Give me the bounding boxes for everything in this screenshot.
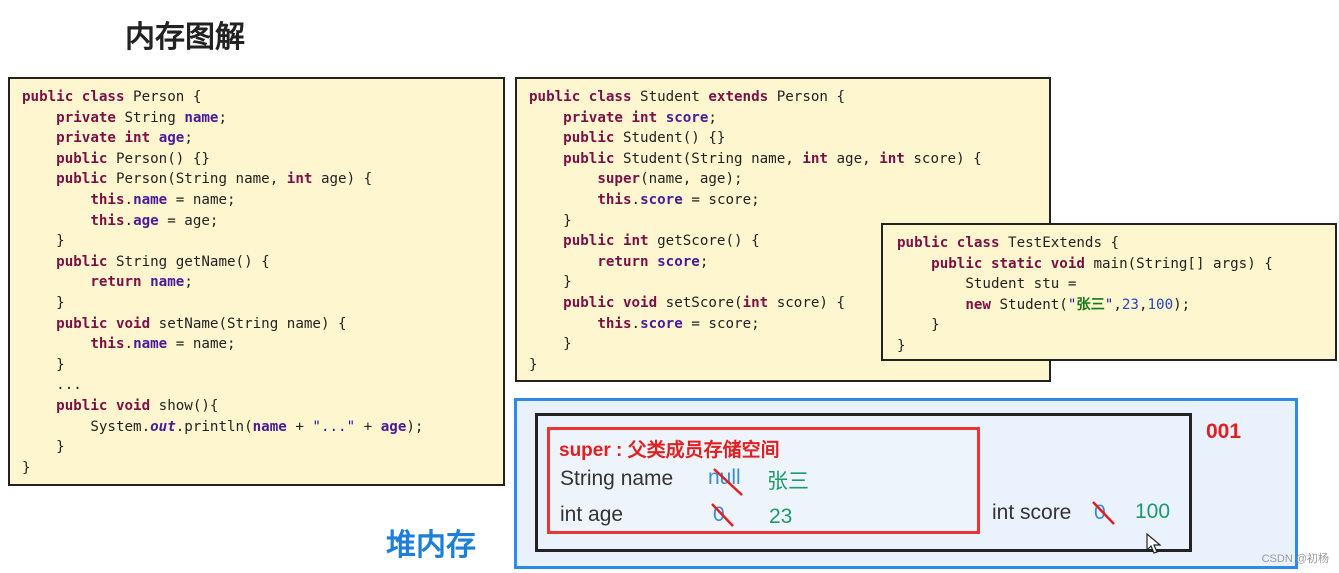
field-new-value-age: 23	[769, 505, 793, 528]
object-address: 001	[1206, 420, 1242, 443]
field-old-value-score: 0	[1094, 501, 1106, 524]
super-member-space	[547, 427, 980, 534]
page-title: 内存图解	[125, 20, 245, 55]
testextends-code-block: public class TestExtends { public static…	[881, 223, 1337, 361]
mouse-cursor-icon	[1146, 533, 1162, 554]
field-label-name: String name	[560, 467, 674, 490]
strike-mark-score	[1092, 501, 1115, 525]
testextends-code: public class TestExtends { public static…	[897, 235, 1273, 354]
heap-label: 堆内存	[386, 528, 476, 563]
strike-mark-age	[711, 503, 734, 527]
person-code-block: public class Person { private String nam…	[8, 77, 505, 486]
watermark: CSDN @初杨	[1261, 553, 1329, 565]
person-code: public class Person { private String nam…	[22, 89, 424, 476]
field-new-value-score: 100	[1135, 500, 1171, 523]
field-label-age: int age	[560, 503, 624, 526]
field-new-value-name: 张三	[767, 470, 809, 493]
strike-mark-name	[713, 468, 743, 496]
student-code: public class Student extends Person { pr…	[529, 89, 982, 373]
super-header: super : 父类成员存储空间	[559, 440, 780, 461]
field-old-value-age: 0	[713, 503, 725, 526]
field-label-score: int score	[992, 501, 1072, 524]
